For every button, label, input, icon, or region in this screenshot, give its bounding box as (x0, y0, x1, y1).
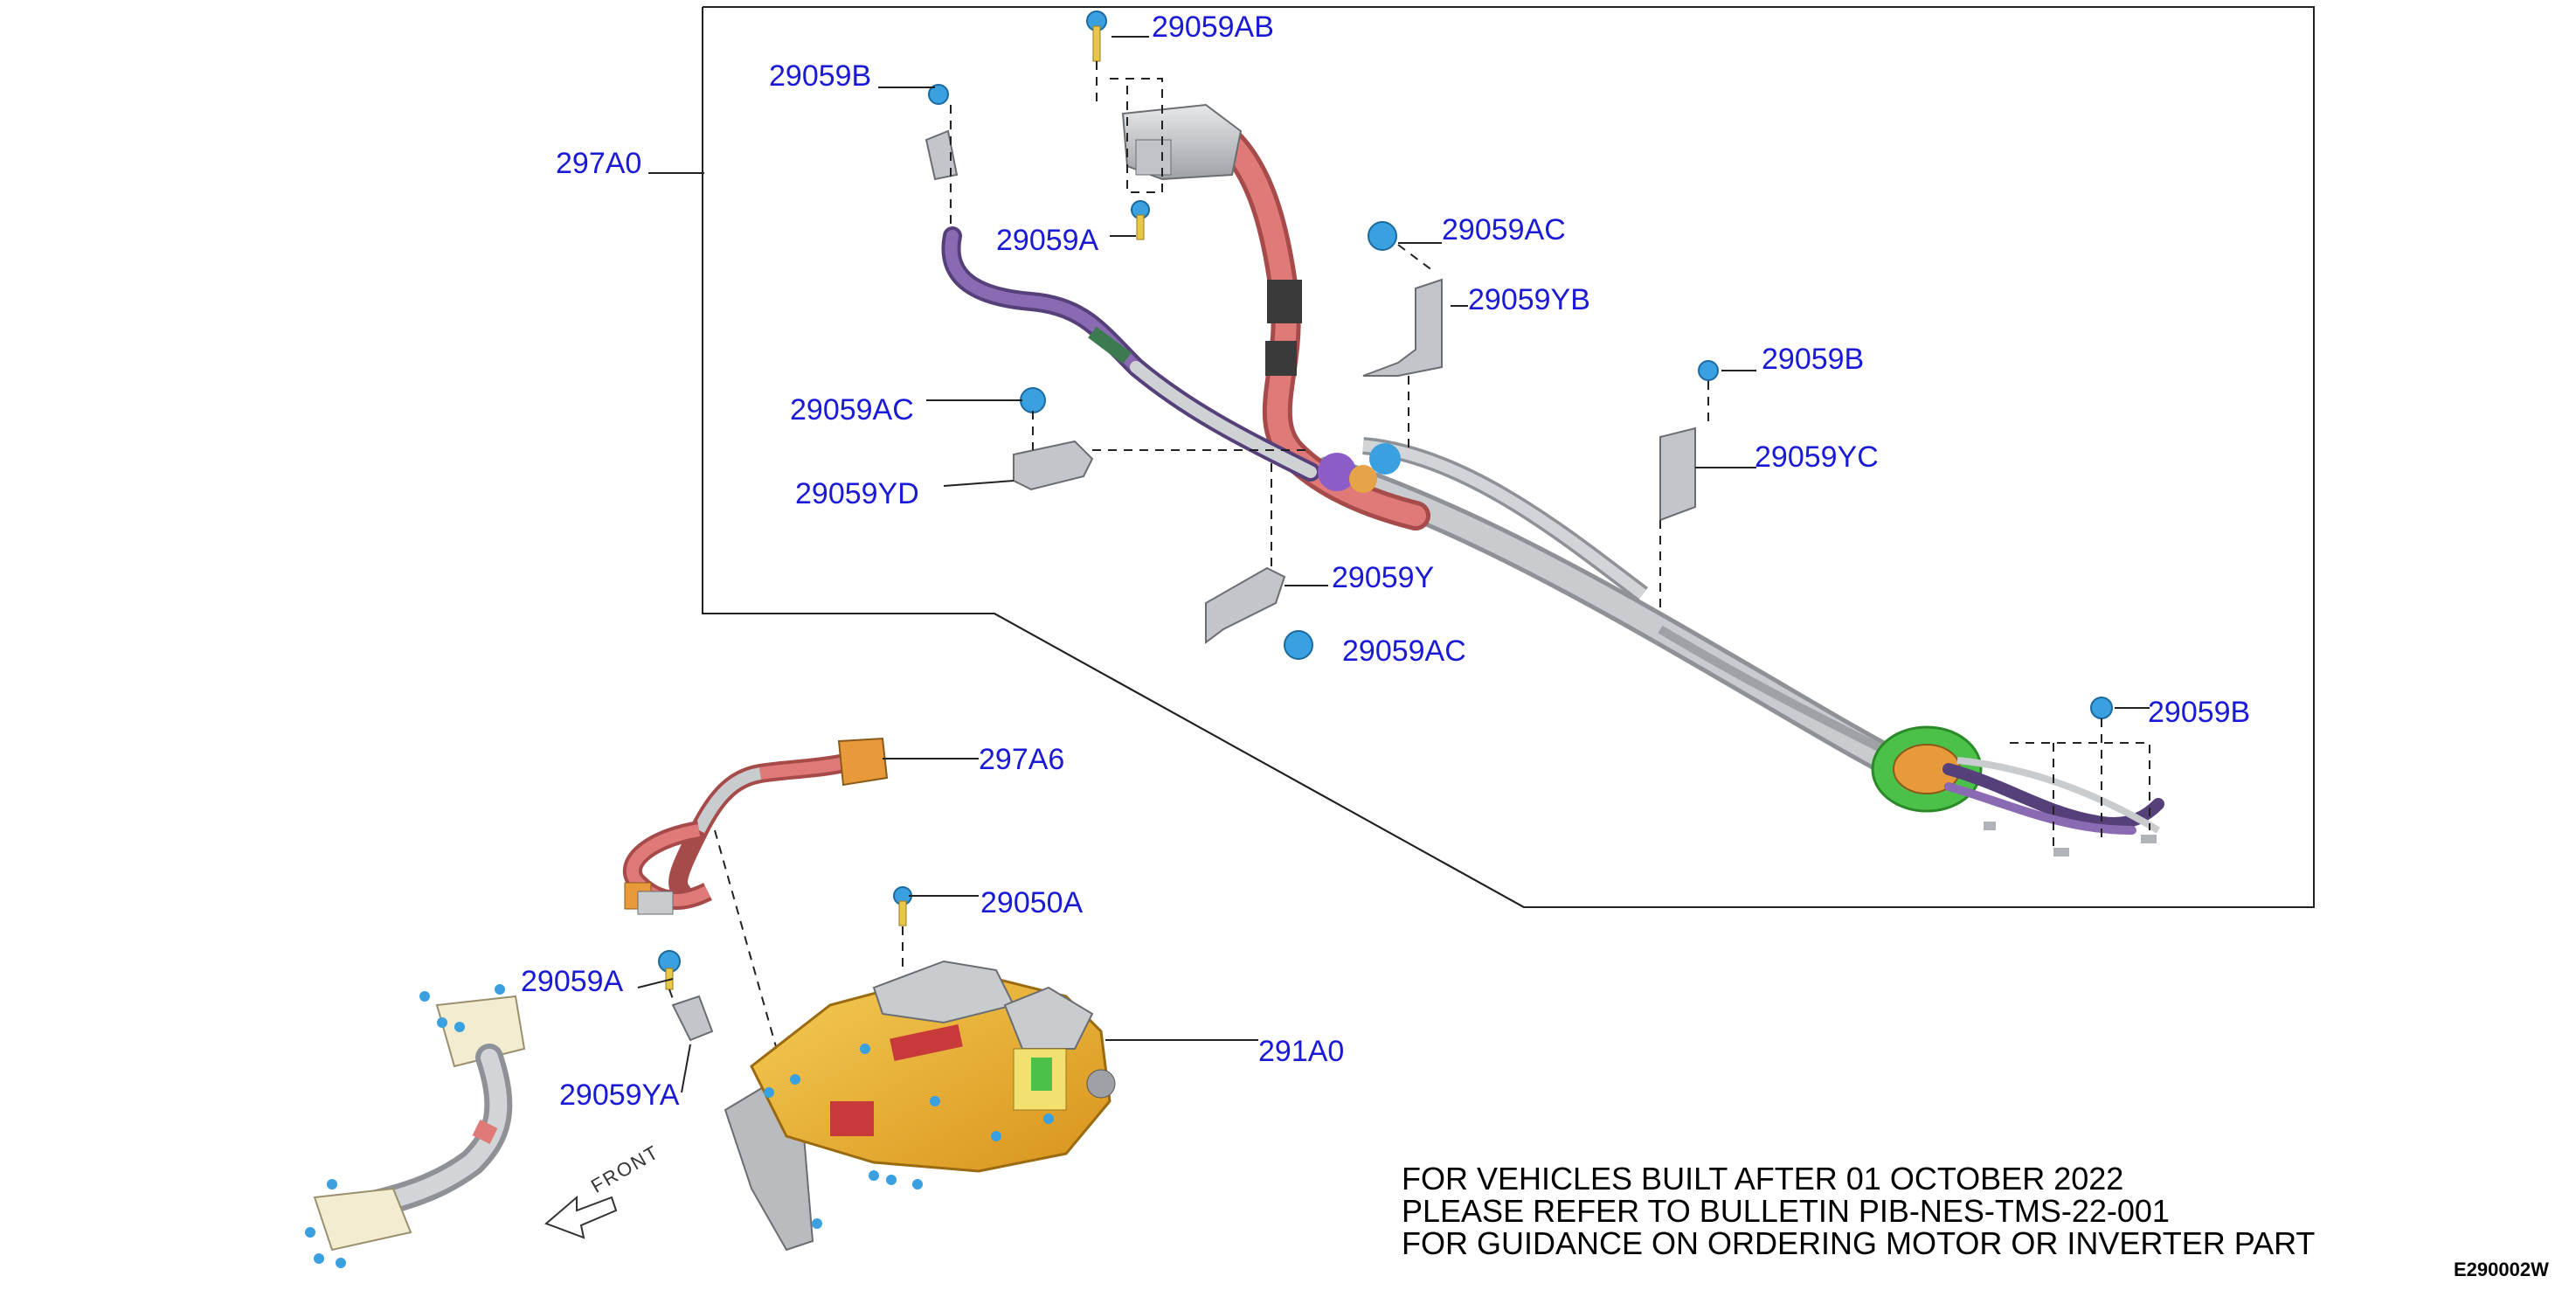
callout-29059ya[interactable]: 29059YA (559, 1079, 680, 1112)
left-harness-part (305, 984, 526, 1268)
drawing-id: E290002W (2454, 1259, 2549, 1280)
callout-29050a[interactable]: 29050A (980, 886, 1084, 919)
callout-29059ac-low[interactable]: 29059AC (1342, 635, 1466, 668)
ordering-note: FOR VEHICLES BUILT AFTER 01 OCTOBER 2022… (1402, 1162, 2315, 1259)
callout-29059b-top[interactable]: 29059B (769, 59, 872, 93)
leader-lines (637, 36, 2150, 1093)
note-line-3: FOR GUIDANCE ON ORDERING MOTOR OR INVERT… (1402, 1225, 2316, 1261)
detail-projection-line (994, 613, 1525, 908)
callout-29059ac-mid[interactable]: 29059AC (1442, 213, 1566, 246)
bracket-29059y (1205, 566, 1286, 644)
front-arrow (544, 1195, 618, 1239)
bracket-29059yc (1659, 427, 1696, 522)
bracket-29059yb (1362, 278, 1443, 377)
note-line-1: FOR VEHICLES BUILT AFTER 01 OCTOBER 2022 (1402, 1161, 2124, 1196)
bracket-29059ya (671, 995, 714, 1042)
callout-29059ac-left[interactable]: 29059AC (790, 393, 914, 427)
callout-29059b-mid[interactable]: 29059B (1762, 343, 1865, 376)
note-line-2: PLEASE REFER TO BULLETIN PIB-NES-TMS-22-… (1402, 1193, 2170, 1229)
fastener-group (658, 10, 2113, 973)
bracket-29059yd (1013, 440, 1094, 491)
cable-297a6 (623, 737, 889, 915)
callout-29059b-right[interactable]: 29059B (2148, 696, 2251, 729)
callout-29059a-top[interactable]: 29059A (996, 224, 1099, 257)
motor-inverter-291a0 (724, 960, 1116, 1252)
callout-29059y[interactable]: 29059Y (1332, 561, 1435, 594)
callout-29059yd[interactable]: 29059YD (795, 477, 919, 510)
hv-cable-assembly-top (941, 103, 2164, 857)
callout-297a6[interactable]: 297A6 (979, 743, 1065, 776)
callout-297a0[interactable]: 297A0 (556, 147, 642, 180)
callout-29059yc[interactable]: 29059YC (1755, 440, 1879, 474)
callout-291a0[interactable]: 291A0 (1258, 1035, 1345, 1068)
bracket-small-top-left (924, 129, 959, 181)
callout-29059ab[interactable]: 29059AB (1152, 10, 1274, 44)
callout-29059yb[interactable]: 29059YB (1468, 283, 1590, 316)
callout-29059a-bottom[interactable]: 29059A (521, 965, 624, 998)
